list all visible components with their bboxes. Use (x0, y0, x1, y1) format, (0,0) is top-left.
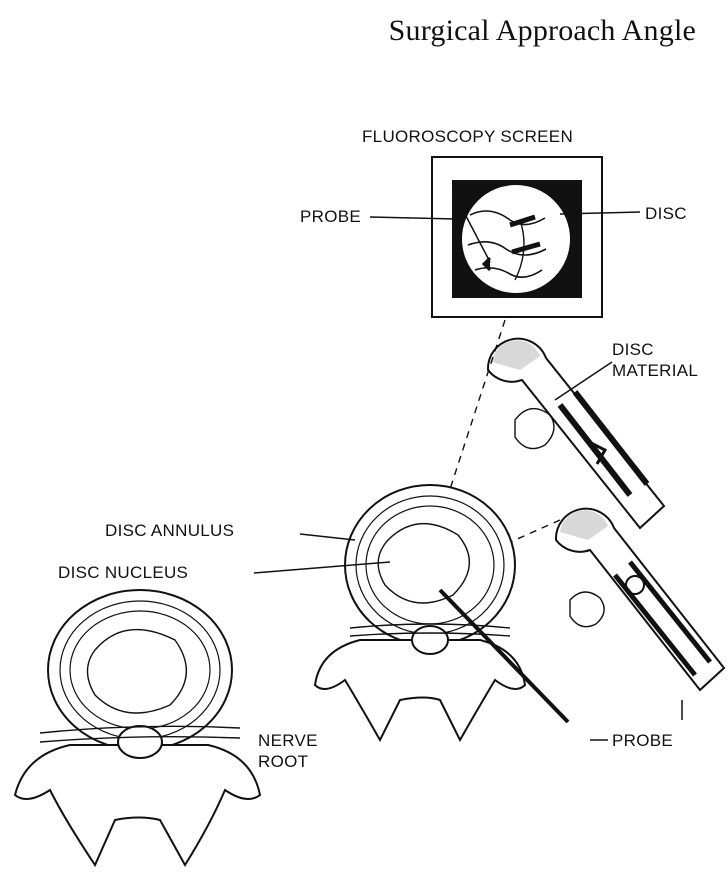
vertebra-with-probe (315, 485, 568, 740)
probe-tip-detail-upper (488, 339, 664, 528)
fluoroscopy-screen (432, 157, 602, 317)
vertebra-left (15, 590, 260, 865)
probe-tip-detail-lower (556, 509, 724, 690)
